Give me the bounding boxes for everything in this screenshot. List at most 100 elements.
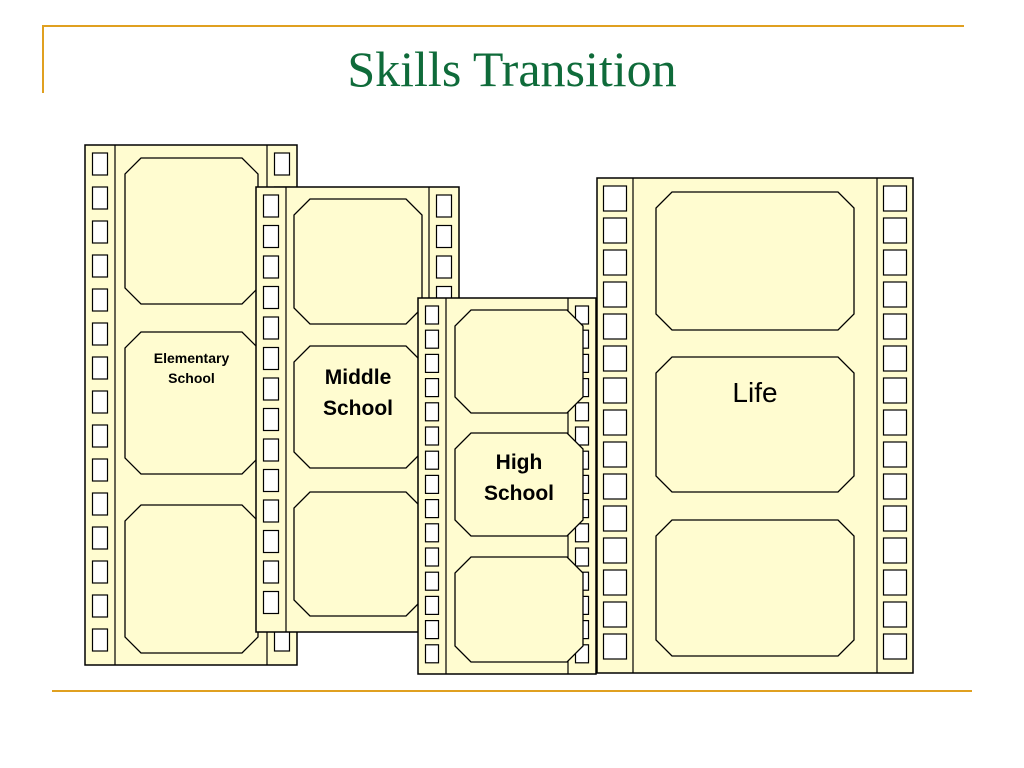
sprocket-hole xyxy=(91,356,109,380)
sprocket-hole xyxy=(91,458,109,482)
sprocket-hole xyxy=(602,505,628,532)
sprocket-hole xyxy=(882,185,908,212)
top-accent-rule-vertical xyxy=(42,25,44,93)
film-frame xyxy=(293,345,423,469)
sprocket-hole xyxy=(574,305,590,325)
sprocket-hole xyxy=(91,186,109,210)
sprocket-hole xyxy=(262,255,280,279)
sprocket-hole xyxy=(91,560,109,584)
sprocket-hole xyxy=(262,560,280,584)
strip-label-middle: School xyxy=(323,397,393,420)
film-frame xyxy=(124,504,259,654)
sprocket-hole xyxy=(574,547,590,567)
sprocket-hole xyxy=(602,473,628,500)
sprocket-hole xyxy=(91,594,109,618)
film-frame xyxy=(454,432,584,537)
film-strip-life: Life xyxy=(596,177,914,674)
sprocket-hole xyxy=(424,378,440,398)
sprocket-hole xyxy=(262,346,280,371)
sprocket-hole xyxy=(602,377,628,404)
sprocket-hole xyxy=(882,569,908,596)
sprocket-hole xyxy=(424,450,440,470)
sprocket-hole xyxy=(602,601,628,628)
sprocket-hole xyxy=(91,220,109,244)
film-frame xyxy=(655,191,855,331)
sprocket-hole xyxy=(424,644,440,664)
sprocket-hole xyxy=(435,194,453,218)
sprocket-hole xyxy=(602,313,628,340)
sprocket-hole xyxy=(602,409,628,436)
sprocket-hole xyxy=(602,537,628,564)
sprocket-hole xyxy=(602,345,628,372)
sprocket-hole xyxy=(262,224,280,249)
sprocket-hole xyxy=(91,390,109,414)
sprocket-hole xyxy=(602,281,628,308)
sprocket-hole xyxy=(424,619,440,640)
film-frame xyxy=(655,519,855,657)
film-frame xyxy=(293,491,423,617)
strip-label-elementary: School xyxy=(168,370,215,386)
sprocket-hole xyxy=(882,473,908,500)
sprocket-hole xyxy=(424,595,440,616)
sprocket-hole xyxy=(91,424,109,448)
sprocket-hole xyxy=(435,255,453,279)
strip-label-high: School xyxy=(484,482,554,505)
strip-label-high: High xyxy=(496,451,543,474)
sprocket-hole xyxy=(91,322,109,346)
sprocket-hole xyxy=(574,426,590,446)
sprocket-hole xyxy=(262,590,280,615)
strip-label-middle: Middle xyxy=(325,366,392,389)
sprocket-hole xyxy=(262,499,280,523)
sprocket-hole xyxy=(91,152,109,176)
sprocket-hole xyxy=(91,628,109,652)
film-frame xyxy=(454,556,584,663)
sprocket-hole xyxy=(424,426,440,446)
sprocket-hole xyxy=(882,249,908,276)
sprocket-hole xyxy=(602,249,628,276)
sprocket-hole xyxy=(435,224,453,249)
sprocket-hole xyxy=(262,468,280,493)
sprocket-hole xyxy=(91,288,109,312)
sprocket-hole xyxy=(882,537,908,564)
sprocket-hole xyxy=(602,185,628,212)
sprocket-hole xyxy=(882,633,908,660)
sprocket-hole xyxy=(424,353,440,373)
sprocket-hole xyxy=(262,407,280,432)
sprocket-hole xyxy=(882,377,908,404)
sprocket-hole xyxy=(424,571,440,591)
sprocket-hole xyxy=(882,313,908,340)
sprocket-hole xyxy=(273,152,291,176)
sprocket-hole xyxy=(262,377,280,401)
sprocket-hole xyxy=(262,438,280,462)
strip-label-life: Life xyxy=(732,377,777,408)
film-frame xyxy=(454,309,584,414)
sprocket-hole xyxy=(262,316,280,340)
sprocket-hole xyxy=(262,194,280,218)
film-frame xyxy=(124,157,259,305)
sprocket-hole xyxy=(424,499,440,519)
sprocket-hole xyxy=(262,285,280,310)
sprocket-hole xyxy=(882,281,908,308)
film-frame xyxy=(124,331,259,475)
sprocket-hole xyxy=(602,569,628,596)
strip-label-elementary: Elementary xyxy=(154,350,230,366)
film-frame xyxy=(655,356,855,493)
sprocket-hole xyxy=(574,523,590,543)
sprocket-hole xyxy=(882,505,908,532)
sprocket-hole xyxy=(424,329,440,349)
sprocket-hole xyxy=(574,402,590,422)
sprocket-hole xyxy=(602,217,628,244)
sprocket-hole xyxy=(882,409,908,436)
top-accent-rule-horizontal xyxy=(42,25,964,27)
sprocket-hole xyxy=(602,633,628,660)
sprocket-hole xyxy=(91,254,109,278)
slide-title: Skills Transition xyxy=(347,41,677,97)
bottom-accent-rule xyxy=(52,690,972,692)
sprocket-hole xyxy=(882,601,908,628)
sprocket-hole xyxy=(91,492,109,516)
sprocket-hole xyxy=(424,402,440,422)
sprocket-hole xyxy=(882,441,908,468)
